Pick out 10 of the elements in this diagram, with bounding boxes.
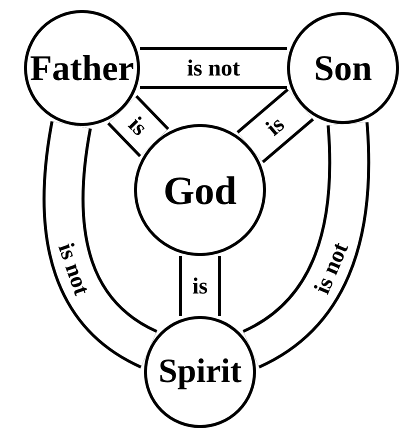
band-connector <box>107 95 170 158</box>
node-label: God <box>163 166 237 214</box>
node-label: Spirit <box>158 353 242 391</box>
band-connector <box>236 88 314 164</box>
node-label: Son <box>314 47 372 89</box>
band-connector <box>242 122 370 368</box>
band-connector <box>140 47 287 89</box>
node-label: Father <box>30 47 134 89</box>
band-connector <box>42 122 159 368</box>
band-connector <box>179 256 221 316</box>
